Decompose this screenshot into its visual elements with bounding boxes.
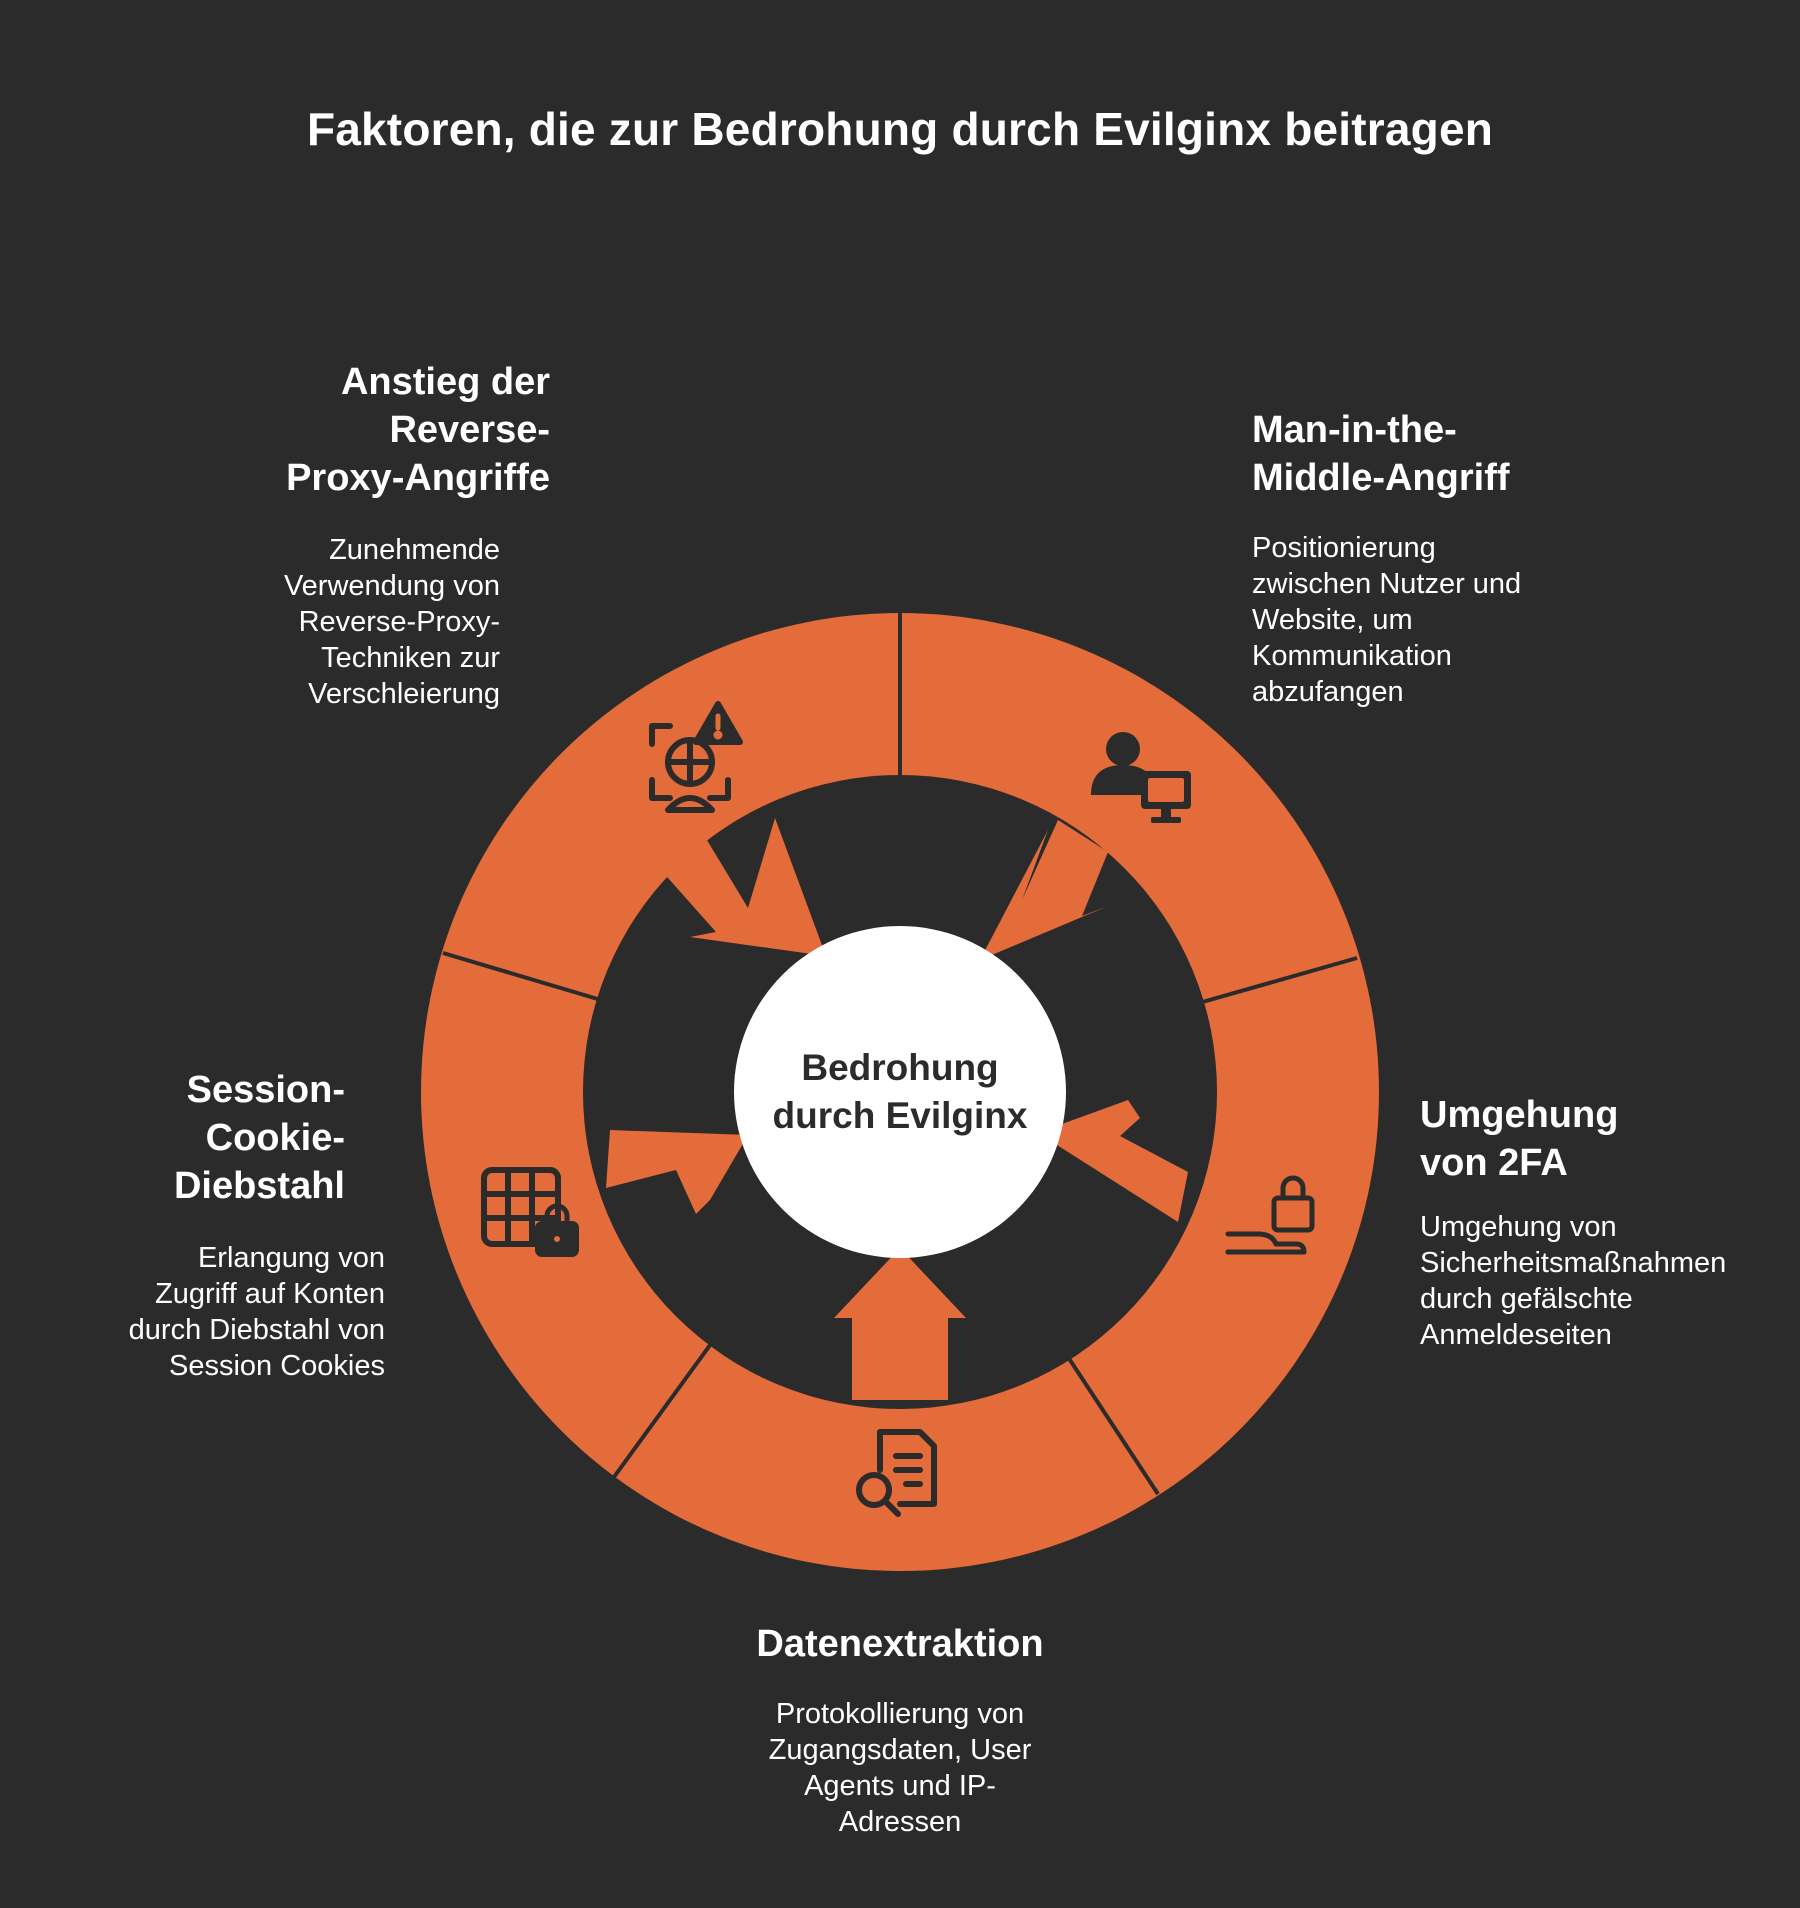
arrow-mitm xyxy=(980,820,1108,960)
factor-mitm-description: Positionierung zwischen Nutzer und Websi… xyxy=(1252,532,1522,708)
factor-2fa-heading: Umgehung von 2FA xyxy=(1420,1094,1619,1184)
center-circle xyxy=(734,926,1066,1258)
arrow-data xyxy=(834,1248,966,1400)
factor-cookie: Session- Cookie- Diebstahl Erlangung von… xyxy=(60,1066,385,1384)
arrow-proxy xyxy=(652,812,826,956)
factor-2fa: Umgehung von 2FA Umgehung von Sicherheit… xyxy=(1420,1091,1800,1353)
document-search-icon xyxy=(856,1429,937,1517)
factor-proxy-heading: Anstieg der Reverse- Proxy-Angriffe xyxy=(286,361,550,499)
factor-mitm: Man-in-the- Middle-Angriff Positionierun… xyxy=(1252,406,1712,710)
user-computer-icon xyxy=(1091,732,1191,823)
factor-data-description: Protokollierung von Zugangsdaten, User A… xyxy=(768,1698,1032,1838)
factor-data-heading: Datenextraktion xyxy=(756,1623,1044,1665)
factor-2fa-description: Umgehung von Sicherheitsmaßnahmen durch … xyxy=(1420,1211,1727,1351)
monitor-warning-icon xyxy=(649,701,743,813)
arrow-cookie xyxy=(606,1130,748,1214)
factor-proxy-description: Zunehmende Verwendung von Reverse-Proxy-… xyxy=(283,534,500,710)
factor-data: Datenextraktion Protokollierung von Zuga… xyxy=(600,1620,1200,1840)
ring-dividers xyxy=(442,613,1358,1496)
factor-proxy: Anstieg der Reverse- Proxy-Angriffe Zune… xyxy=(150,358,550,712)
grid-lock-icon xyxy=(481,1167,579,1257)
lock-bypass-icon xyxy=(1225,1175,1315,1255)
factor-cookie-heading: Session- Cookie- Diebstahl xyxy=(173,1069,345,1207)
factor-cookie-description: Erlangung von Zugriff auf Konten durch D… xyxy=(128,1242,385,1382)
diagram-title: Faktoren, die zur Bedrohung durch Evilgi… xyxy=(306,103,1494,155)
factor-mitm-heading: Man-in-the- Middle-Angriff xyxy=(1252,409,1510,499)
center-label-line1: Bedrohung xyxy=(801,1047,998,1088)
arrow-2fa xyxy=(1046,1100,1188,1222)
center-label-line2: durch Evilginx xyxy=(773,1095,1028,1136)
arrows xyxy=(606,812,1188,1400)
